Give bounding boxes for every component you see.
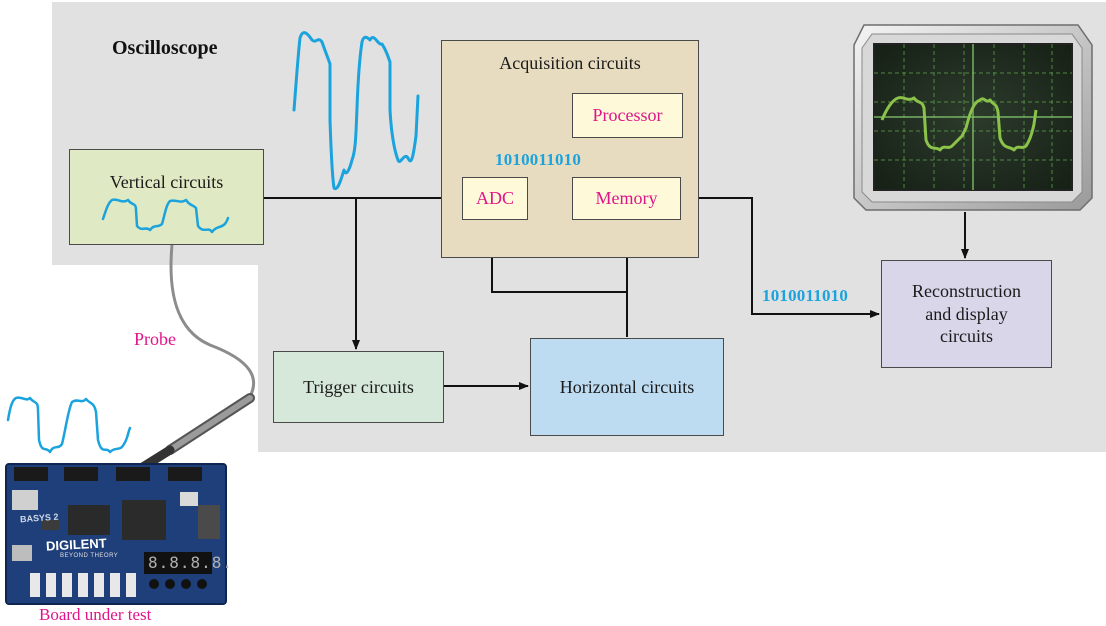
memory-label: Memory [595,188,658,208]
board-icon [5,463,227,605]
oscilloscope-title: Oscilloscope [112,37,218,59]
bitstream-right: 1010011010 [762,286,849,305]
probe-cable [169,244,256,401]
board-seven-segment: 8.8.8.8. [148,553,234,572]
reconstruction-label-2: and display [925,303,1008,324]
processor-label: Processor [592,105,663,125]
acquisition-block: Acquisition circuits [441,40,699,258]
board-tagline-text: BEYOND THEORY [60,553,119,559]
reconstruction-block: Reconstruction and display circuits [881,260,1052,368]
vertical-label: Vertical circuits [109,172,224,192]
trigger-block: Trigger circuits [273,351,444,423]
vertical-block: Vertical circuits [69,149,264,245]
reconstruction-label-1: Reconstruction [912,281,1021,302]
probe-label: Probe [134,329,176,349]
processor-block: Processor [572,93,683,138]
horizontal-label: Horizontal circuits [559,376,695,397]
acquisition-label: Acquisition circuits [499,53,641,73]
bitstream-top: 1010011010 [495,150,582,169]
board-brand-text: DIGILENT [45,535,108,554]
horizontal-block: Horizontal circuits [530,338,724,436]
adc-block: ADC [462,177,528,220]
trigger-label: Trigger circuits [303,376,414,397]
memory-block: Memory [572,177,681,220]
reconstruction-label-3: circuits [940,326,993,347]
adc-label: ADC [475,188,514,208]
board-label: Board under test [39,605,152,624]
